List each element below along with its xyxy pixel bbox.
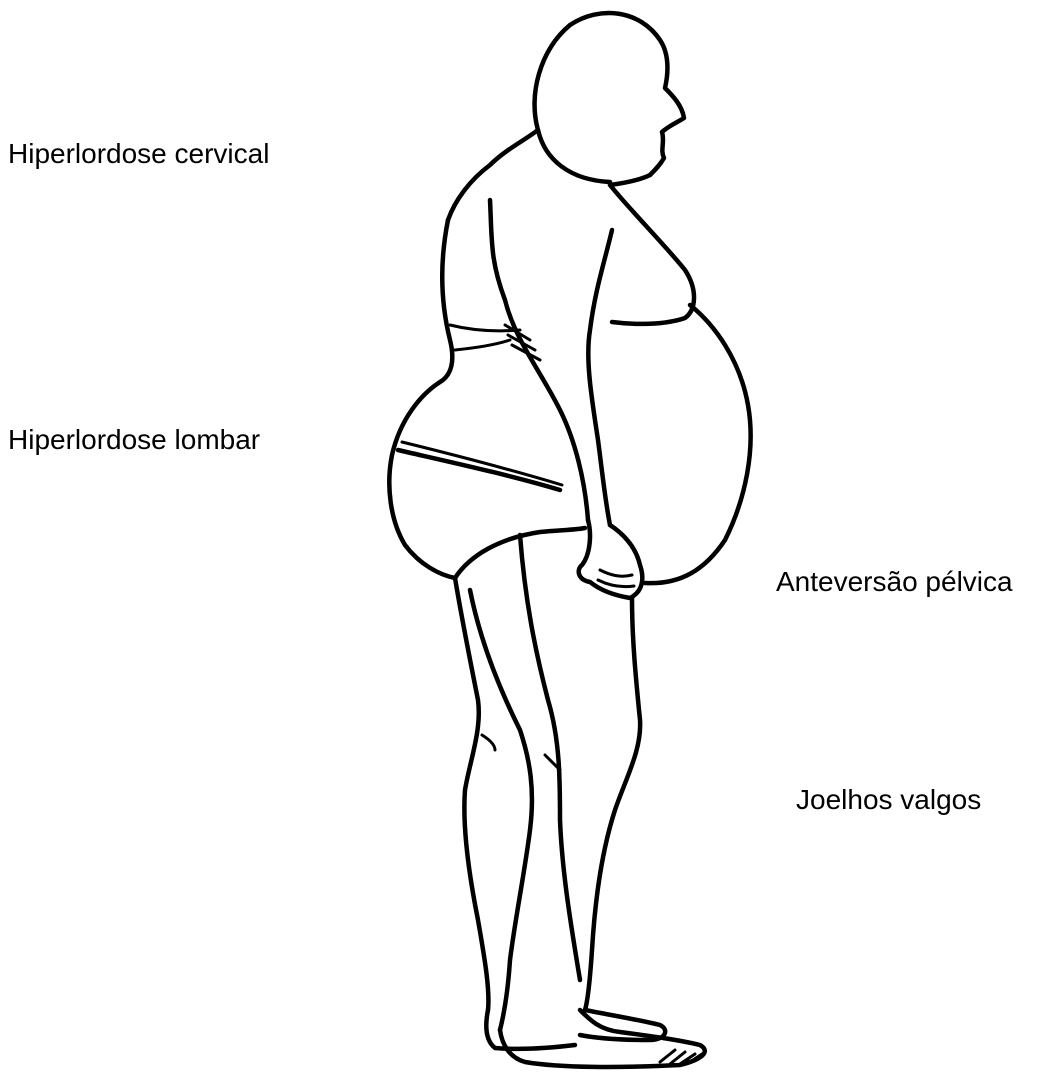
head-outline [535, 13, 684, 182]
arm-front [588, 230, 612, 525]
belly-outline [645, 305, 751, 583]
chest-outline [610, 185, 694, 324]
neck-back [448, 130, 538, 220]
waistband-inner [402, 442, 562, 485]
back-outline [389, 220, 455, 578]
rear-leg-front [470, 590, 532, 1030]
back-fold-2 [455, 340, 510, 350]
waistband [398, 450, 560, 490]
neck-front [610, 175, 650, 185]
hand-fingers [598, 570, 634, 587]
front-leg-front [585, 598, 640, 1010]
knee-crease-rear [482, 735, 495, 750]
